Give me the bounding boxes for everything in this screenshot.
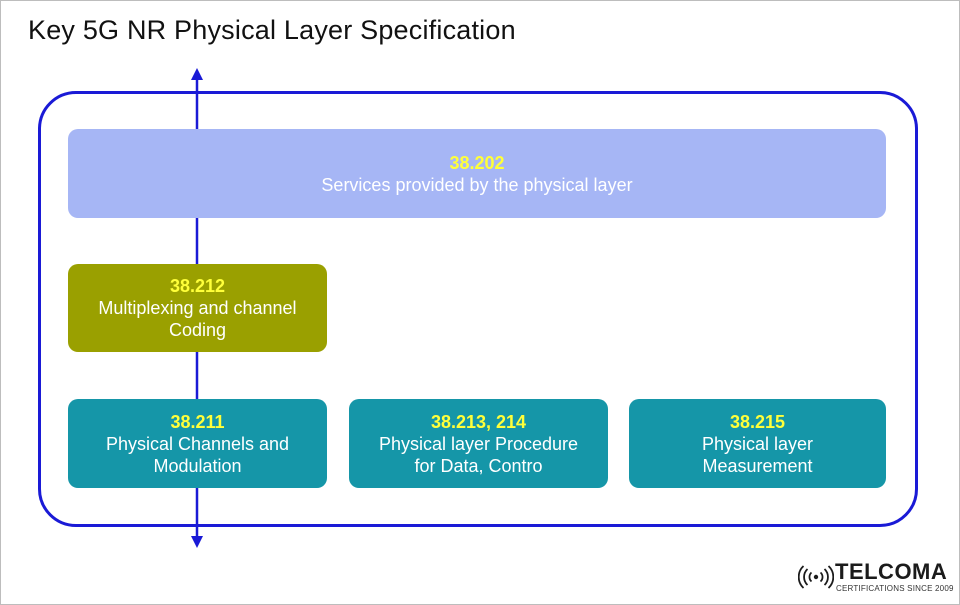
box-desc: Physical layer Procedure for Data, Contr… (378, 433, 579, 476)
box-services: 38.202 Services provided by the physical… (68, 129, 886, 218)
box-multiplexing: 38.212 Multiplexing and channel Coding (68, 264, 327, 352)
arrow-head-up-icon (191, 68, 203, 80)
box-code: 38.202 (449, 152, 505, 173)
box-desc: Physical Channels and Modulation (105, 433, 290, 476)
box-desc: Physical layer Measurement (701, 433, 814, 476)
box-channels: 38.211 Physical Channels and Modulation (68, 399, 327, 488)
box-desc: Multiplexing and channel Coding (98, 298, 297, 340)
box-code: 38.211 (170, 411, 225, 432)
box-desc: Services provided by the physical layer (321, 174, 633, 195)
telcoma-logo: TELCOMA CERTIFICATIONS SINCE 2009 (798, 559, 953, 595)
logo-tagline: CERTIFICATIONS SINCE 2009 (836, 584, 954, 593)
box-code: 38.212 (169, 276, 226, 296)
logo-name: TELCOMA (835, 559, 948, 584)
layer-container (38, 91, 918, 527)
box-procedure: 38.213, 214 Physical layer Procedure for… (349, 399, 608, 488)
page-title: Key 5G NR Physical Layer Specification (28, 15, 516, 45)
box-measurement: 38.215 Physical layer Measurement (629, 399, 886, 488)
arrow-head-down-icon (191, 536, 203, 548)
signal-waves-icon (798, 565, 834, 589)
box-code: 38.213, 214 (430, 411, 527, 432)
box-code: 38.215 (729, 411, 786, 432)
